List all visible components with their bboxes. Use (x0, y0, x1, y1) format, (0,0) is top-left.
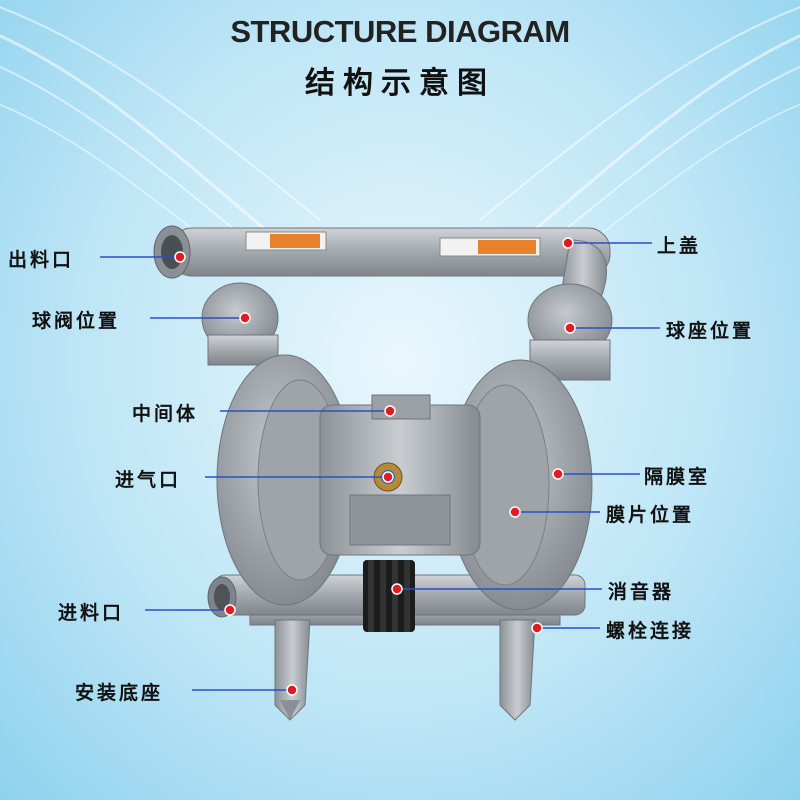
dot-top-cover (562, 237, 574, 249)
label-ball-seat: 球座位置 (666, 320, 755, 342)
dot-ball-seat (564, 322, 576, 334)
label-ball-valve: 球阀位置 (32, 310, 121, 332)
label-inlet: 进料口 (58, 602, 125, 624)
right-diaphragm-chamber (447, 359, 593, 611)
label-outlet: 出料口 (8, 249, 75, 271)
muffler (363, 560, 415, 632)
center-body (319, 394, 481, 556)
label-diaphragm-chamber: 隔膜室 (644, 466, 711, 488)
label-top-cover: 上盖 (657, 235, 702, 257)
label-middle-body: 中间体 (132, 403, 199, 425)
label-base: 安装底座 (75, 682, 164, 704)
label-bolt: 螺栓连接 (606, 620, 695, 642)
decorative-swoosh-left (0, 6, 320, 252)
dot-outlet (174, 251, 186, 263)
outlet-manifold (153, 225, 611, 301)
label-diaphragm: 膜片位置 (606, 504, 695, 526)
dot-muffler (391, 583, 403, 595)
dot-inlet (224, 604, 236, 616)
right-ball-housing (527, 283, 613, 381)
dot-air-inlet (382, 471, 394, 483)
label-muffler: 消音器 (608, 581, 675, 603)
title-english: STRUCTURE DIAGRAM (230, 14, 570, 49)
decorative-swoosh-right (480, 0, 800, 252)
title-chinese: 结构示意图 (305, 66, 495, 101)
dot-ball-valve (239, 312, 251, 324)
dot-bolt (531, 622, 543, 634)
dot-diaphragm (509, 506, 521, 518)
label-air-inlet: 进气口 (115, 469, 182, 491)
dot-middle-body (384, 405, 396, 417)
dot-diaphragm-chamber (552, 468, 564, 480)
dot-base (286, 684, 298, 696)
